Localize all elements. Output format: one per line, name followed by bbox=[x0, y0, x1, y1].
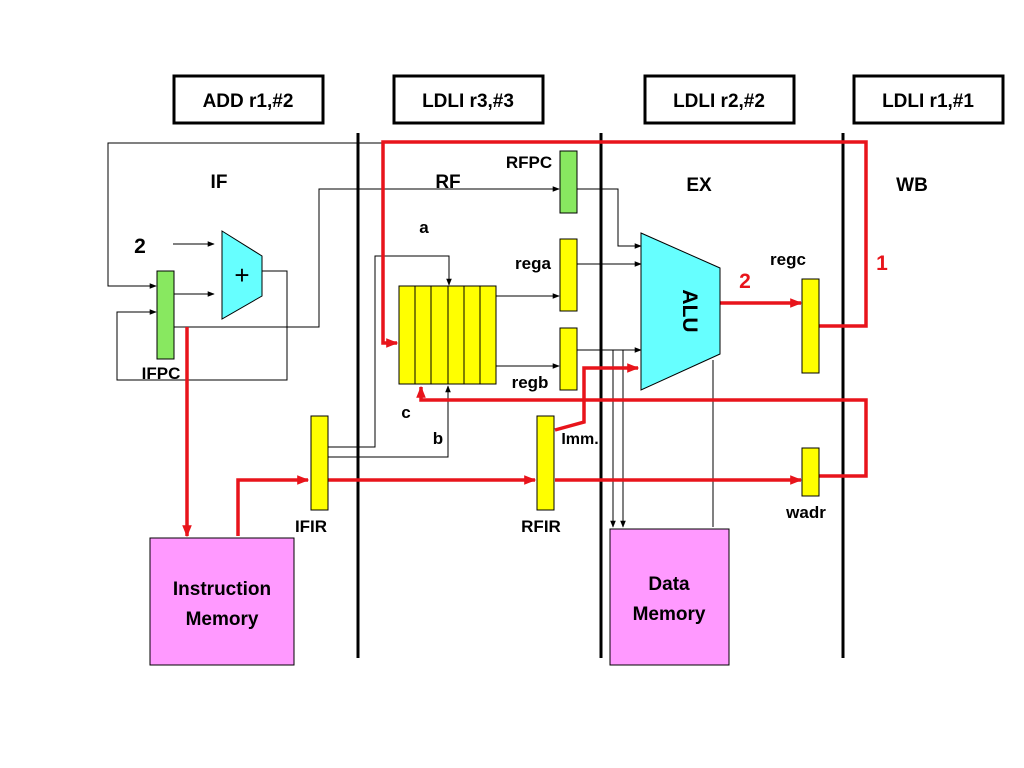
instr-ex-text: LDLI r2,#2 bbox=[673, 91, 765, 112]
port-a-label: a bbox=[419, 218, 429, 237]
regc-register bbox=[801, 278, 820, 374]
regb-register bbox=[559, 327, 578, 391]
alu: ALU bbox=[640, 232, 721, 391]
stage-label-wb: WB bbox=[896, 175, 928, 196]
wb-value: 1 bbox=[876, 252, 888, 275]
rega-label: rega bbox=[515, 254, 551, 273]
stage-label-rf: RF bbox=[435, 172, 460, 193]
rfpc-register bbox=[559, 150, 578, 214]
instr-wb-text: LDLI r1,#1 bbox=[882, 91, 974, 112]
instr-box-wb: LDLI r1,#1 bbox=[852, 74, 1005, 125]
instr-box-rf: LDLI r3,#3 bbox=[392, 74, 545, 125]
adder-const-label: 2 bbox=[134, 235, 146, 258]
instr-box-if: ADD r1,#2 bbox=[172, 74, 325, 125]
instr-mem-line1: Instruction bbox=[173, 579, 271, 600]
red-active-paths bbox=[182, 140, 868, 538]
instruction-memory: Instruction Memory bbox=[149, 537, 295, 666]
regc-label: regc bbox=[770, 250, 806, 269]
instr-mem-line2: Memory bbox=[186, 609, 259, 630]
rfir-label: RFIR bbox=[521, 517, 561, 536]
adder-plus-icon: + bbox=[234, 260, 249, 290]
data-mem-line2: Memory bbox=[633, 604, 706, 625]
instr-box-ex: LDLI r2,#2 bbox=[643, 74, 796, 125]
wadr-label: wadr bbox=[785, 503, 826, 522]
pc-adder: + bbox=[221, 230, 263, 320]
imm-label: Imm. bbox=[561, 431, 598, 448]
stage-label-ex: EX bbox=[686, 175, 712, 196]
stage-label-if: IF bbox=[211, 172, 228, 193]
rfir-register bbox=[536, 415, 555, 511]
data-memory: Data Memory bbox=[609, 528, 730, 666]
rega-register bbox=[559, 238, 578, 312]
alu-label: ALU bbox=[678, 289, 701, 332]
port-b-label: b bbox=[433, 429, 443, 448]
ifpc-register bbox=[156, 270, 175, 360]
instr-rf-text: LDLI r3,#3 bbox=[422, 91, 514, 112]
data-mem-line1: Data bbox=[648, 574, 690, 595]
wadr-register bbox=[801, 447, 820, 497]
ifir-label: IFIR bbox=[295, 517, 327, 536]
register-file bbox=[398, 285, 497, 385]
regb-label: regb bbox=[512, 373, 549, 392]
ifpc-label: IFPC bbox=[142, 364, 181, 383]
instr-if-text: ADD r1,#2 bbox=[203, 91, 294, 112]
ifir-register bbox=[310, 415, 329, 511]
rfpc-label: RFPC bbox=[506, 153, 552, 172]
alu-output-value: 2 bbox=[739, 270, 751, 293]
black-wires bbox=[107, 142, 714, 528]
port-c-label: c bbox=[401, 403, 410, 422]
